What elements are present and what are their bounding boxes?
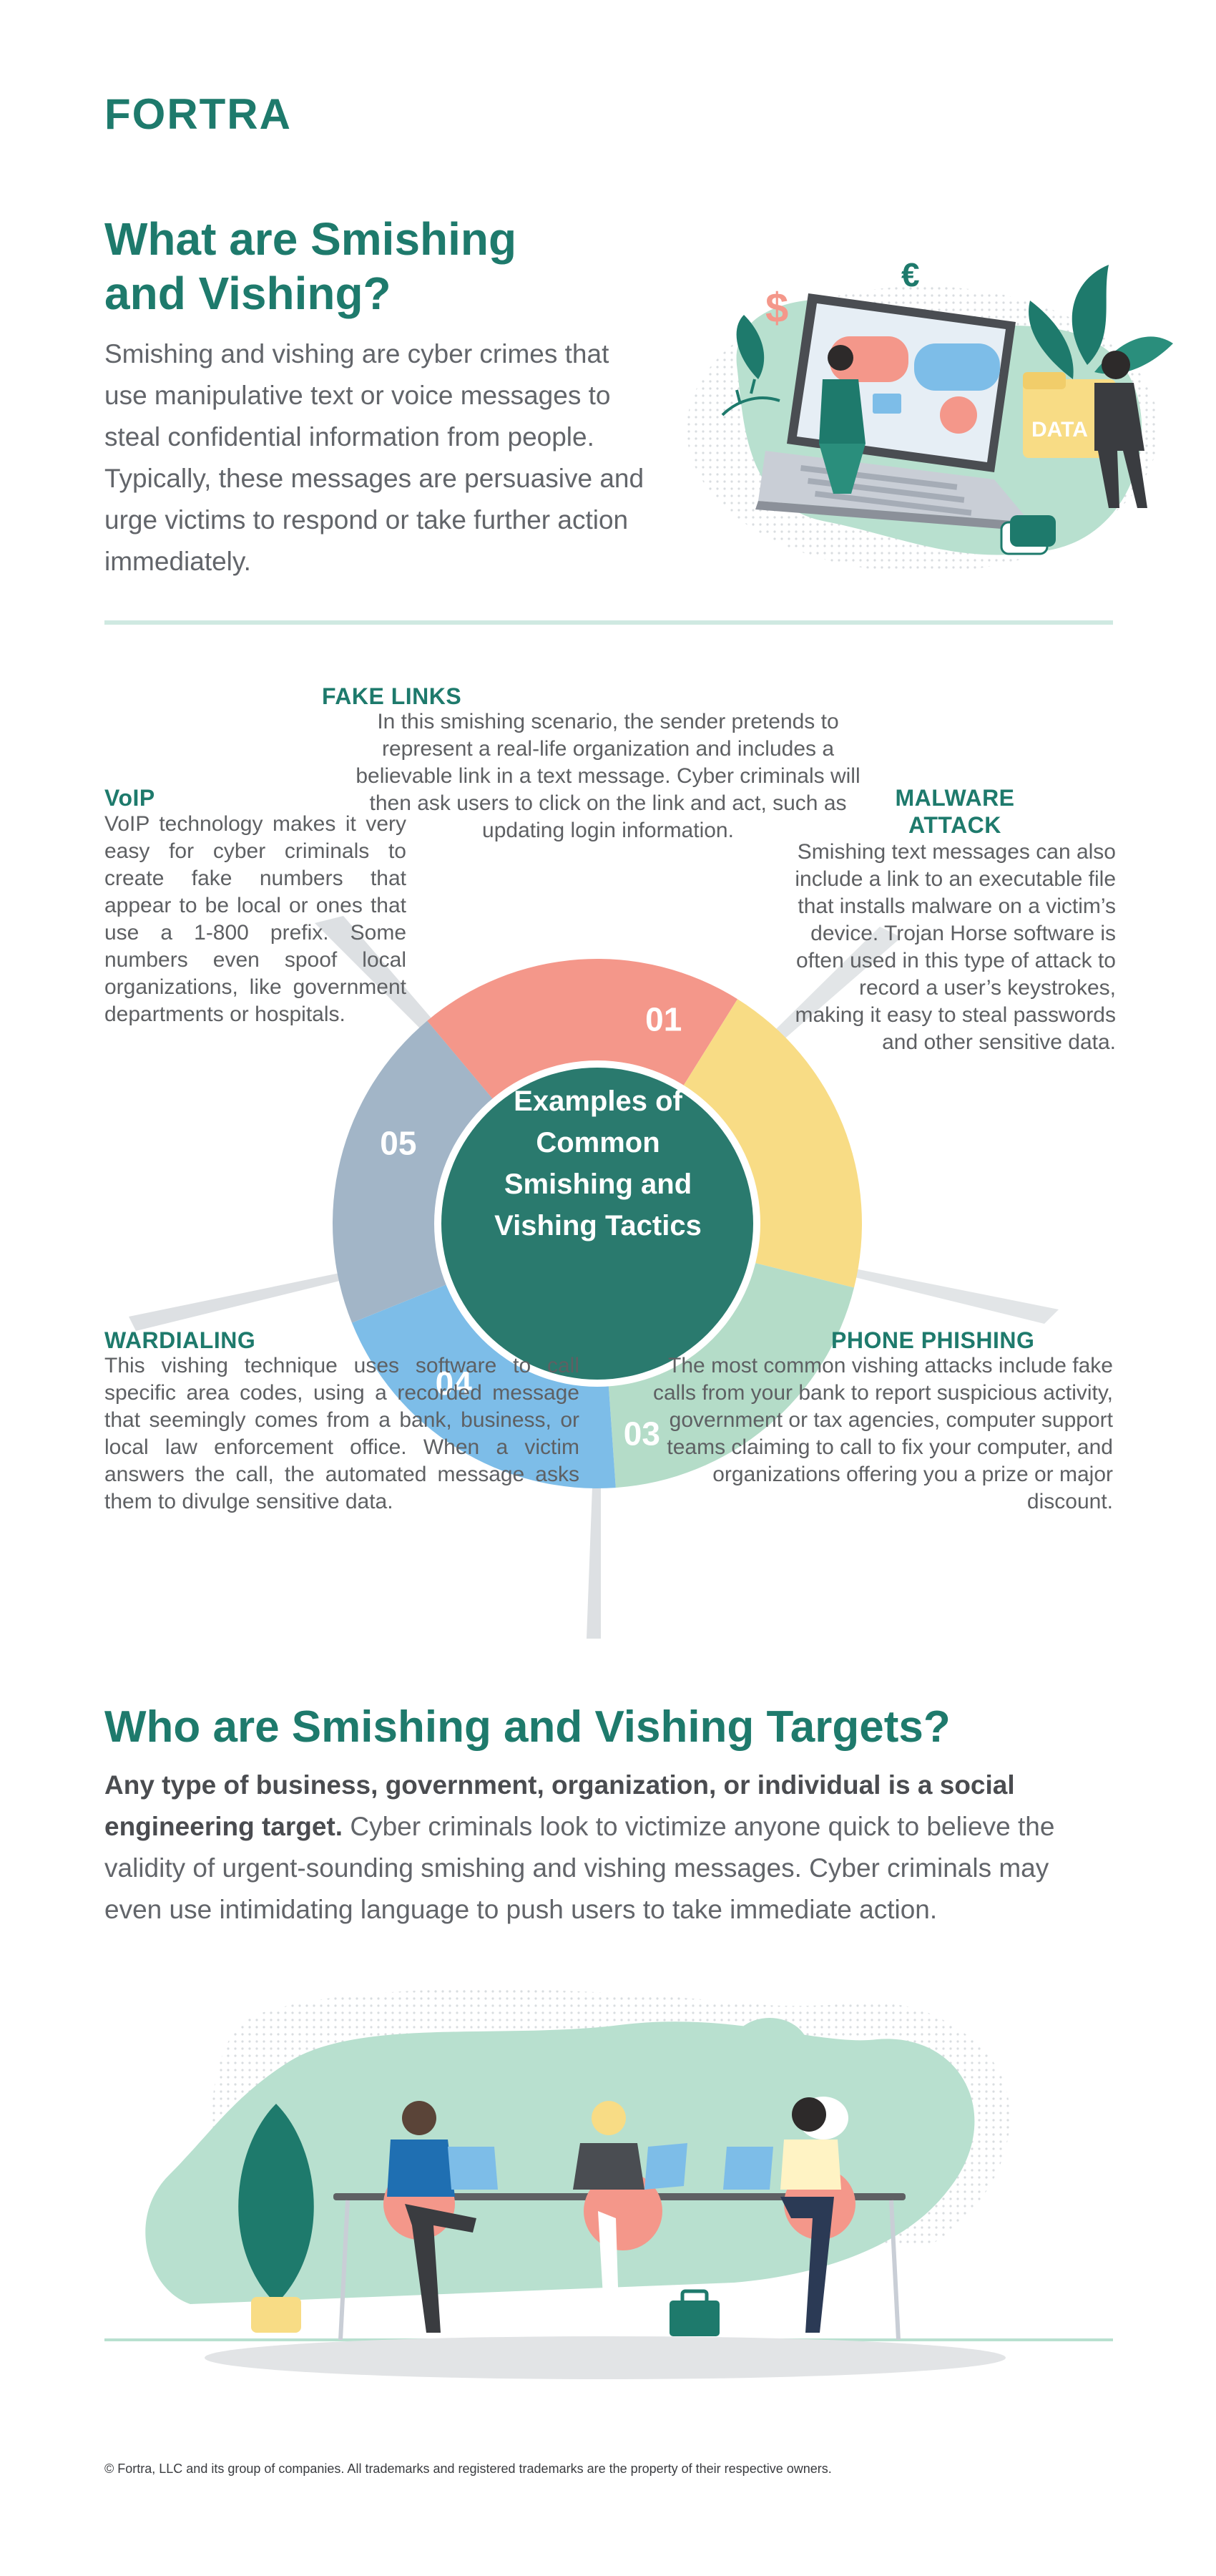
leaf-icon: [721, 315, 780, 416]
intro-title-line1: What are Smishing: [104, 213, 517, 265]
dollar-icon: $: [765, 285, 788, 331]
targets-body-bold: Any type of business, government, organi…: [104, 1770, 1015, 1841]
data-folder-icon: DATA: [1023, 372, 1116, 458]
hacker-icon: [1094, 351, 1147, 508]
tactic-wardialing-heading: WARDIALING: [104, 1327, 256, 1353]
wheel-segment-number: 04: [436, 1365, 473, 1402]
tactic-phone-phishing-heading: PHONE PHISHING: [831, 1327, 1035, 1353]
plant-icon: [238, 2104, 314, 2333]
tactic-wardialing-body: This vishing technique uses software to …: [104, 1354, 579, 1513]
person-icon: [780, 2097, 841, 2333]
footer-copyright: © Fortra, LLC and its group of companies…: [104, 2462, 832, 2476]
ground-shadow: [205, 2336, 1006, 2379]
wheel-segment-number: 03: [624, 1415, 660, 1452]
fortra-logo: FORTRA: [104, 90, 292, 138]
intro-body: Smishing and vishing are cyber crimes th…: [104, 339, 644, 576]
wheel-segment-number: 05: [380, 1125, 416, 1162]
laptop-icon: [448, 2143, 773, 2190]
mint-blob: [145, 2021, 975, 2304]
table-legs: [338, 2200, 901, 2341]
chat-bubble-icon: [1000, 515, 1056, 555]
tactic-phone-phishing-body: The most common vishing attacks include …: [652, 1354, 1113, 1513]
tactic-voip-heading: VoIP: [104, 785, 155, 811]
tactic-malware-heading: MALWARE ATTACK: [851, 784, 1059, 839]
person-icon: [819, 345, 866, 494]
wheel-segment-number: 01: [645, 1001, 682, 1038]
tactic-voip-body: VoIP technology makes it very easy for c…: [104, 812, 406, 1026]
targets-body-rest: Cyber criminals look to victimize anyone…: [104, 1812, 1055, 1924]
center-circle: [441, 1068, 753, 1380]
tactic-fake-links-body: In this smishing scenario, the sender pr…: [356, 710, 860, 842]
tactic-malware-heading-line2: ATTACK: [908, 812, 1001, 838]
intro-title: What are Smishing and Vishing?: [104, 212, 648, 321]
tactic-malware-body: Smishing text messages can also include …: [795, 840, 1116, 1054]
section-divider: [104, 620, 1113, 625]
data-label: DATA: [1031, 418, 1088, 441]
hero-illustration: $ € DATA: [687, 256, 1173, 572]
briefcase-icon: [670, 2289, 720, 2336]
person-icon: [387, 2101, 476, 2333]
tactic-malware-heading-line1: MALWARE: [895, 785, 1015, 811]
tactic-fake-links-heading: FAKE LINKS: [322, 683, 462, 709]
person-icon: [573, 2101, 644, 2333]
intro-title-line2: and Vishing?: [104, 268, 391, 319]
euro-icon: €: [901, 256, 920, 293]
targets-body: Any type of business, government, organi…: [104, 1765, 1113, 1931]
targets-title: Who are Smishing and Vishing Targets?: [104, 1702, 951, 1752]
mint-bubble: [730, 2018, 809, 2082]
tactics-wheel: 0102030405: [129, 916, 1059, 1639]
wheel-center-label: Examples of Common Smishing and Vishing …: [494, 1085, 702, 1241]
team-illustration: [104, 1989, 1113, 2379]
